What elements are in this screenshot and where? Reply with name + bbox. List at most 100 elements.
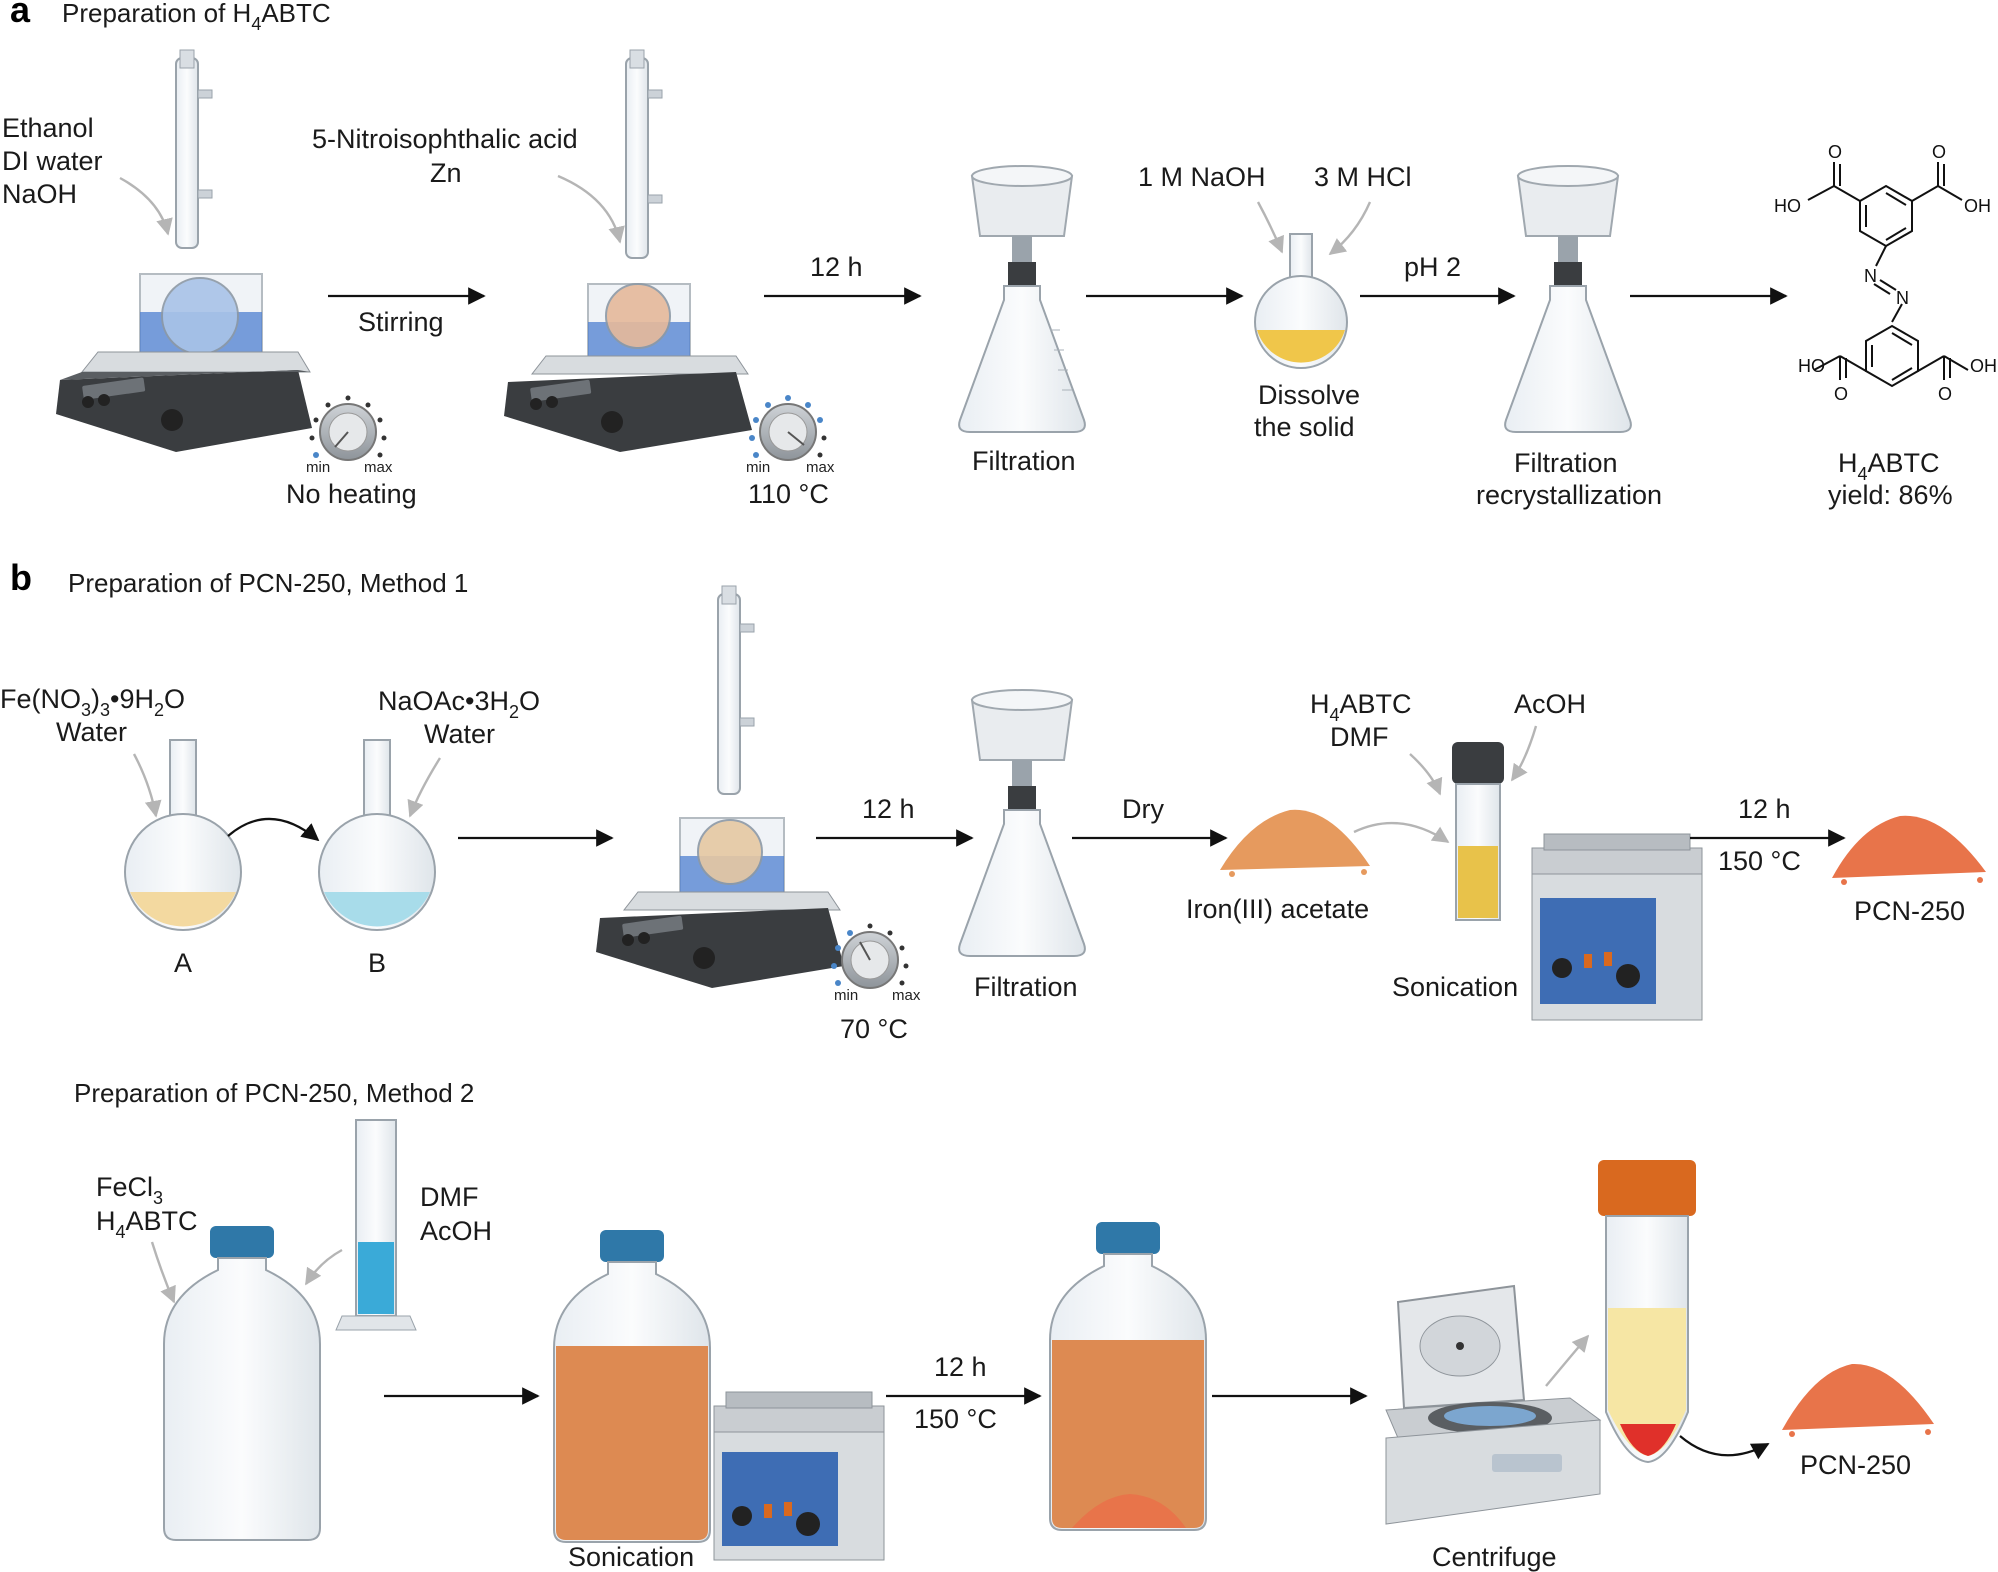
- chem-ho-2: HO: [1798, 356, 1825, 376]
- reagent-fe-nitrate: Fe(NO3)3•9H2O: [0, 684, 185, 720]
- reagent-na-water: Water: [424, 719, 495, 749]
- panel-b-title-m1: Preparation of PCN-250, Method 1: [68, 568, 468, 598]
- reagent-nitroisophthalic: 5-Nitroisophthalic acid: [312, 124, 578, 154]
- dial-no-heating: [309, 395, 387, 461]
- chem-oh-1: OH: [1964, 196, 1991, 216]
- hotplate-setup-1: [56, 49, 312, 452]
- flask-b: [318, 739, 436, 931]
- chem-ho-1: HO: [1774, 196, 1801, 216]
- round-flask-dissolve: [1254, 233, 1348, 369]
- chem-o-2: O: [1932, 142, 1946, 162]
- dial-3-min: min: [834, 987, 858, 1004]
- add-arrow-na: [407, 757, 442, 818]
- chem-oh-2: OH: [1970, 356, 1997, 376]
- label-dissolve-2: the solid: [1254, 412, 1355, 442]
- graduated-cylinder: [335, 1119, 417, 1331]
- dial-1-min: min: [306, 459, 330, 476]
- label-70: 70 °C: [840, 1014, 908, 1044]
- vial: [1452, 742, 1504, 921]
- arrow-12h-a-label: 12 h: [810, 252, 863, 282]
- hotplate-setup-2: [504, 49, 752, 452]
- label-pcn-2: PCN-250: [1800, 1450, 1911, 1480]
- arrow-a-to-b: [227, 817, 320, 842]
- arrow-12h-b-label: 12 h: [862, 794, 915, 824]
- dial-1-max: max: [364, 459, 393, 476]
- add-arrow-1: [119, 176, 173, 236]
- panel-a-letter: a: [10, 0, 31, 30]
- label-flask-b: B: [368, 948, 386, 978]
- label-dissolve-1: Dissolve: [1258, 380, 1360, 410]
- filtration-flask-2: [1504, 165, 1632, 433]
- dial-2-max: max: [806, 459, 835, 476]
- reagent-3m-hcl: 3 M HCl: [1314, 162, 1412, 192]
- ultrasonic-bath-2: [713, 1391, 885, 1561]
- label-centrifuge: Centrifuge: [1432, 1542, 1557, 1572]
- reagent-1m-naoh: 1 M NaOH: [1138, 162, 1266, 192]
- dial-110: [749, 395, 827, 461]
- reagent-fe-water: Water: [56, 717, 127, 747]
- arrow-to-pcn-2: [1679, 1435, 1770, 1460]
- label-sonication-b: Sonication: [1392, 972, 1518, 1002]
- panel-b-title-m2: Preparation of PCN-250, Method 2: [74, 1078, 474, 1108]
- empty-bottle: [163, 1226, 321, 1541]
- reagent-dmf-m2: DMF: [420, 1182, 478, 1212]
- arrow-dry-label: Dry: [1122, 794, 1164, 824]
- add-arrow-acoh: [1511, 725, 1538, 782]
- product-h4abtc: H4ABTC: [1838, 448, 1940, 484]
- label-iron-acetate: Iron(III) acetate: [1186, 894, 1369, 924]
- reagent-di-water: DI water: [2, 146, 103, 176]
- reagent-acoh-m2: AcOH: [420, 1216, 492, 1246]
- dial-2-min: min: [746, 459, 770, 476]
- label-sonication-m2: Sonication: [568, 1542, 694, 1572]
- h4abtc-structure: [1807, 162, 1969, 388]
- centrifuge: [1385, 1284, 1602, 1525]
- reagent-fecl3: FeCl3: [96, 1172, 163, 1208]
- filtration-flask-3: [958, 689, 1086, 957]
- add-arrow-fe: [132, 753, 162, 818]
- arrow-ph2-label: pH 2: [1404, 252, 1461, 282]
- panel-a-title: Preparation of H4ABTC: [62, 0, 331, 34]
- arrow-150-b-label: 150 °C: [1718, 846, 1801, 876]
- reagent-naoh: NaOH: [2, 179, 77, 209]
- reagent-h4abtc-b: H4ABTC: [1310, 689, 1412, 725]
- pcn-powder-1: [1832, 815, 1986, 885]
- filtration-flask-1: [958, 165, 1086, 433]
- product-yield: yield: 86%: [1828, 480, 1953, 510]
- reagent-zn: Zn: [430, 158, 462, 188]
- arrow-12h-b2-label: 12 h: [1738, 794, 1791, 824]
- dial-70: [831, 923, 909, 989]
- label-no-heating: No heating: [286, 479, 417, 509]
- hotplate-setup-3: [596, 585, 844, 988]
- ultrasonic-bath-1: [1531, 833, 1703, 1021]
- reagent-naoac: NaOAc•3H2O: [378, 686, 540, 722]
- panel-b-letter: b: [10, 557, 32, 598]
- chem-o-3: O: [1834, 384, 1848, 404]
- label-filtration-b: Filtration: [974, 972, 1078, 1002]
- add-arrow-naoh: [1256, 201, 1284, 254]
- arrow-150-m2-label: 150 °C: [914, 1404, 997, 1434]
- add-arrow-h4abtc: [1409, 753, 1443, 796]
- orange-bottle-2: [1049, 1222, 1207, 1531]
- label-filtration-a: Filtration: [972, 446, 1076, 476]
- chem-o-1: O: [1828, 142, 1842, 162]
- arrow-stirring-label: Stirring: [358, 307, 444, 337]
- arrow-12h-m2-label: 12 h: [934, 1352, 987, 1382]
- add-arrow-2: [557, 174, 625, 244]
- reagent-ethanol: Ethanol: [2, 113, 94, 143]
- add-arrow-powder: [1353, 821, 1450, 843]
- reagent-acoh-b: AcOH: [1514, 689, 1586, 719]
- falcon-tube: [1598, 1160, 1696, 1464]
- label-filtration-recryst-2: recrystallization: [1476, 480, 1662, 510]
- reagent-h4abtc-m2: H4ABTC: [96, 1206, 198, 1242]
- add-arrow-hcl: [1328, 201, 1372, 256]
- label-flask-a: A: [174, 948, 192, 978]
- chem-n-1: N: [1864, 266, 1877, 286]
- label-pcn-1: PCN-250: [1854, 896, 1965, 926]
- add-arrow-dmf: [304, 1248, 343, 1286]
- flask-a: [124, 739, 242, 931]
- label-110: 110 °C: [748, 479, 829, 509]
- iron-acetate-powder: [1220, 809, 1370, 877]
- reagent-dmf-b: DMF: [1330, 722, 1388, 752]
- arrow-to-tube: [1545, 1334, 1590, 1387]
